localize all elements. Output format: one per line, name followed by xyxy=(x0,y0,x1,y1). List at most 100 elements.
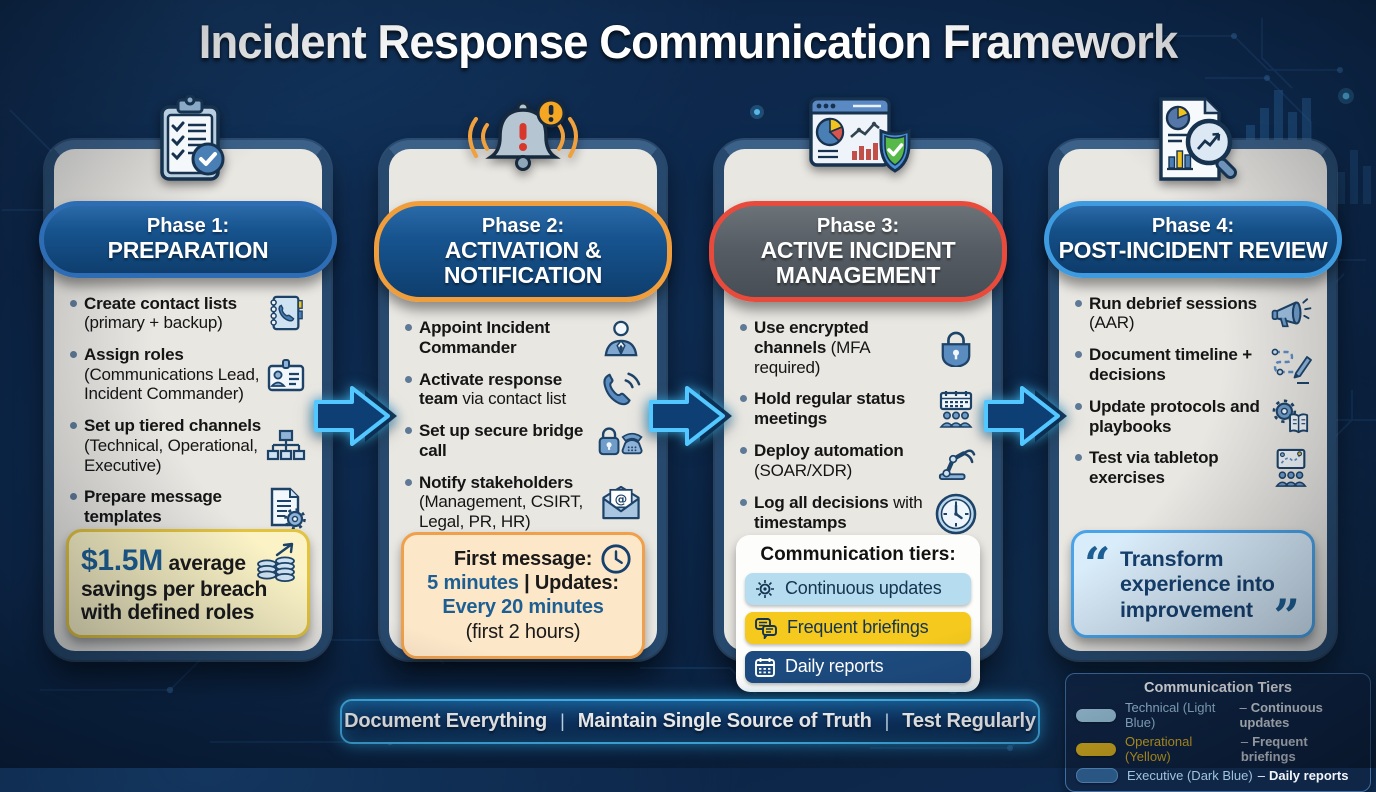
envelope-icon: @ xyxy=(598,484,644,521)
bullet-bold: timestamps xyxy=(754,512,847,532)
bullet-bold: Appoint Incident Commander xyxy=(419,318,550,357)
bullet-bold: Hold regular status meetings xyxy=(754,389,906,429)
bullet-dot xyxy=(1075,454,1082,462)
id-badge-icon xyxy=(263,357,309,393)
bullet-bold: Prepare message templates xyxy=(84,487,222,527)
phase-title: POST-INCIDENT REVIEW xyxy=(1058,237,1328,263)
phase-2-card: Phase 2: ACTIVATION & NOTIFICATION Appoi… xyxy=(374,140,672,660)
phase-4-header: Phase 4: POST-INCIDENT REVIEW xyxy=(1044,201,1342,278)
list-item: Assign roles (Communications Lead, Incid… xyxy=(67,345,309,404)
phase-1-column: Phase 1: PREPARATION Create contact list… xyxy=(39,95,337,660)
bullet-dot xyxy=(70,351,77,359)
phase-4-card: Phase 4: POST-INCIDENT REVIEW Run debrie… xyxy=(1044,140,1342,660)
page-title: Incident Response Communication Framewor… xyxy=(198,15,1179,68)
phase-3-header: Phase 3: ACTIVE INCIDENT MANAGEMENT xyxy=(709,201,1007,303)
stat-callout: $1.5M average savings per breach with de… xyxy=(66,529,310,638)
calendar-icon xyxy=(754,656,776,678)
phase-1-card: Phase 1: PREPARATION Create contact list… xyxy=(39,140,337,660)
dark-blue-swatch xyxy=(1076,768,1118,783)
bullet-text: Assign roles (Communications Lead, Incid… xyxy=(84,345,263,404)
bullet-bold: Document timeline + decisions xyxy=(1089,345,1252,384)
chat-bubbles-icon xyxy=(754,617,778,639)
legend-name: Technical (Light Blue) xyxy=(1125,700,1216,730)
bullet-dot xyxy=(1075,299,1082,307)
phase-3-bullets: Use encrypted channels (MFA required) Ho… xyxy=(736,318,980,535)
phase-4-column: Phase 4: POST-INCIDENT REVIEW Run debrie… xyxy=(1044,95,1342,660)
bullet-bold: Notify stakeholders xyxy=(419,472,573,492)
phase-4-bullets: Run debrief sessions (AAR) Document time… xyxy=(1071,294,1315,489)
list-item: Notify stakeholders (Management, CSIRT, … xyxy=(402,473,644,532)
bullet-text: Log all decisions with timestamps xyxy=(754,493,933,532)
tabletop-exercise-icon xyxy=(1268,448,1314,488)
tier-label: Continuous updates xyxy=(785,578,942,599)
legend-desc: –Continuous updates xyxy=(1239,700,1360,730)
bullet-dot xyxy=(405,427,412,435)
padlock-icon xyxy=(933,329,979,367)
communication-tiers-legend: Communication Tiers Technical (Light Blu… xyxy=(1065,673,1371,792)
tiers-title: Communication tiers: xyxy=(760,543,956,565)
arrow-phase1-to-phase2 xyxy=(314,386,397,446)
wall-clock-icon xyxy=(933,493,979,535)
phase-title: PREPARATION xyxy=(107,237,269,263)
bullet-rest: (AAR) xyxy=(1089,313,1135,333)
sla-first-message: First message: xyxy=(453,547,593,570)
bullet-dot xyxy=(70,422,77,430)
bullet-dot xyxy=(405,478,412,486)
sla-every-20: Every 20 minutes xyxy=(442,596,604,619)
list-item: Log all decisions with timestamps xyxy=(737,493,979,535)
arrow-phase2-to-phase3 xyxy=(649,386,732,446)
contact-book-icon xyxy=(263,294,309,332)
legend-dash: – xyxy=(1240,734,1249,749)
bullet-dot xyxy=(70,299,77,307)
bullet-rest: (primary + backup) xyxy=(84,313,223,333)
gear-book-icon xyxy=(1268,398,1314,436)
phase-kicker: Phase 4: xyxy=(1151,215,1235,237)
bullet-bold: Assign roles xyxy=(84,345,184,365)
alert-bell-icon xyxy=(380,95,666,187)
legend-row-executive: Executive (Dark Blue) –Daily reports xyxy=(1076,768,1360,783)
phase-kicker: Phase 3: xyxy=(816,215,900,237)
bullet-text: Update protocols and playbooks xyxy=(1089,397,1268,436)
dashboard-shield-icon xyxy=(715,95,1001,187)
bullet-rest: via contact list xyxy=(462,389,566,409)
legend-name: Executive (Dark Blue) xyxy=(1127,768,1253,783)
phase-2-header: Phase 2: ACTIVATION & NOTIFICATION xyxy=(374,201,672,303)
list-item: Use encrypted channels (MFA required) xyxy=(737,318,979,377)
legend-name: Operational (Yellow) xyxy=(1125,734,1193,764)
bullet-text: Activate response team via contact list xyxy=(419,370,598,409)
phase-3-card: Phase 3: ACTIVE INCIDENT MANAGEMENT Use … xyxy=(709,140,1007,692)
bullet-text: Hold regular status meetings xyxy=(754,389,933,428)
legend-desc: –Daily reports xyxy=(1258,768,1349,783)
clipboard-checklist-icon xyxy=(45,95,331,187)
megaphone-icon xyxy=(1268,295,1314,331)
phase-title: ACTIVE INCIDENT MANAGEMENT xyxy=(760,237,956,288)
coins-growth-icon xyxy=(253,540,299,589)
list-item: Update protocols and playbooks xyxy=(1072,397,1314,436)
tier-label: Daily reports xyxy=(785,656,884,677)
bullet-bold: Log all decisions xyxy=(754,492,889,512)
commander-person-icon xyxy=(598,319,644,357)
quote-callout: “ Transform experience into improvement … xyxy=(1071,529,1315,639)
bullet-dot xyxy=(740,324,747,332)
legend-desc: –Frequent briefings xyxy=(1241,734,1360,764)
network-icon xyxy=(754,578,776,600)
legend-desc-text: Frequent briefings xyxy=(1240,734,1308,764)
legend-row-operational: Operational (Yellow) –Frequent briefings xyxy=(1076,734,1360,764)
legend-dash: – xyxy=(1257,768,1265,783)
bullet-dot xyxy=(1075,403,1082,411)
bullet-bold: Update protocols and playbooks xyxy=(1089,397,1260,436)
phase-3-column: Phase 3: ACTIVE INCIDENT MANAGEMENT Use … xyxy=(709,95,1007,692)
list-item: Hold regular status meetings xyxy=(737,389,979,429)
open-quote-icon: “ xyxy=(1084,536,1111,591)
sla-line-3: Every 20 minutes xyxy=(414,595,632,619)
tier-label: Frequent briefings xyxy=(787,617,929,638)
legend-title: Communication Tiers xyxy=(1144,680,1292,696)
legend-desc-text: Daily reports xyxy=(1268,768,1349,783)
bullet-bold: Create contact lists xyxy=(84,293,237,313)
bullet-dot xyxy=(740,498,747,506)
tier-executive-bar: Daily reports xyxy=(745,650,971,683)
stat-value: $1.5M xyxy=(81,544,163,578)
bullet-text: Set up secure bridge call xyxy=(419,421,598,460)
phase-2-column: Phase 2: ACTIVATION & NOTIFICATION Appoi… xyxy=(374,95,672,660)
list-item: Appoint Incident Commander xyxy=(402,318,644,357)
